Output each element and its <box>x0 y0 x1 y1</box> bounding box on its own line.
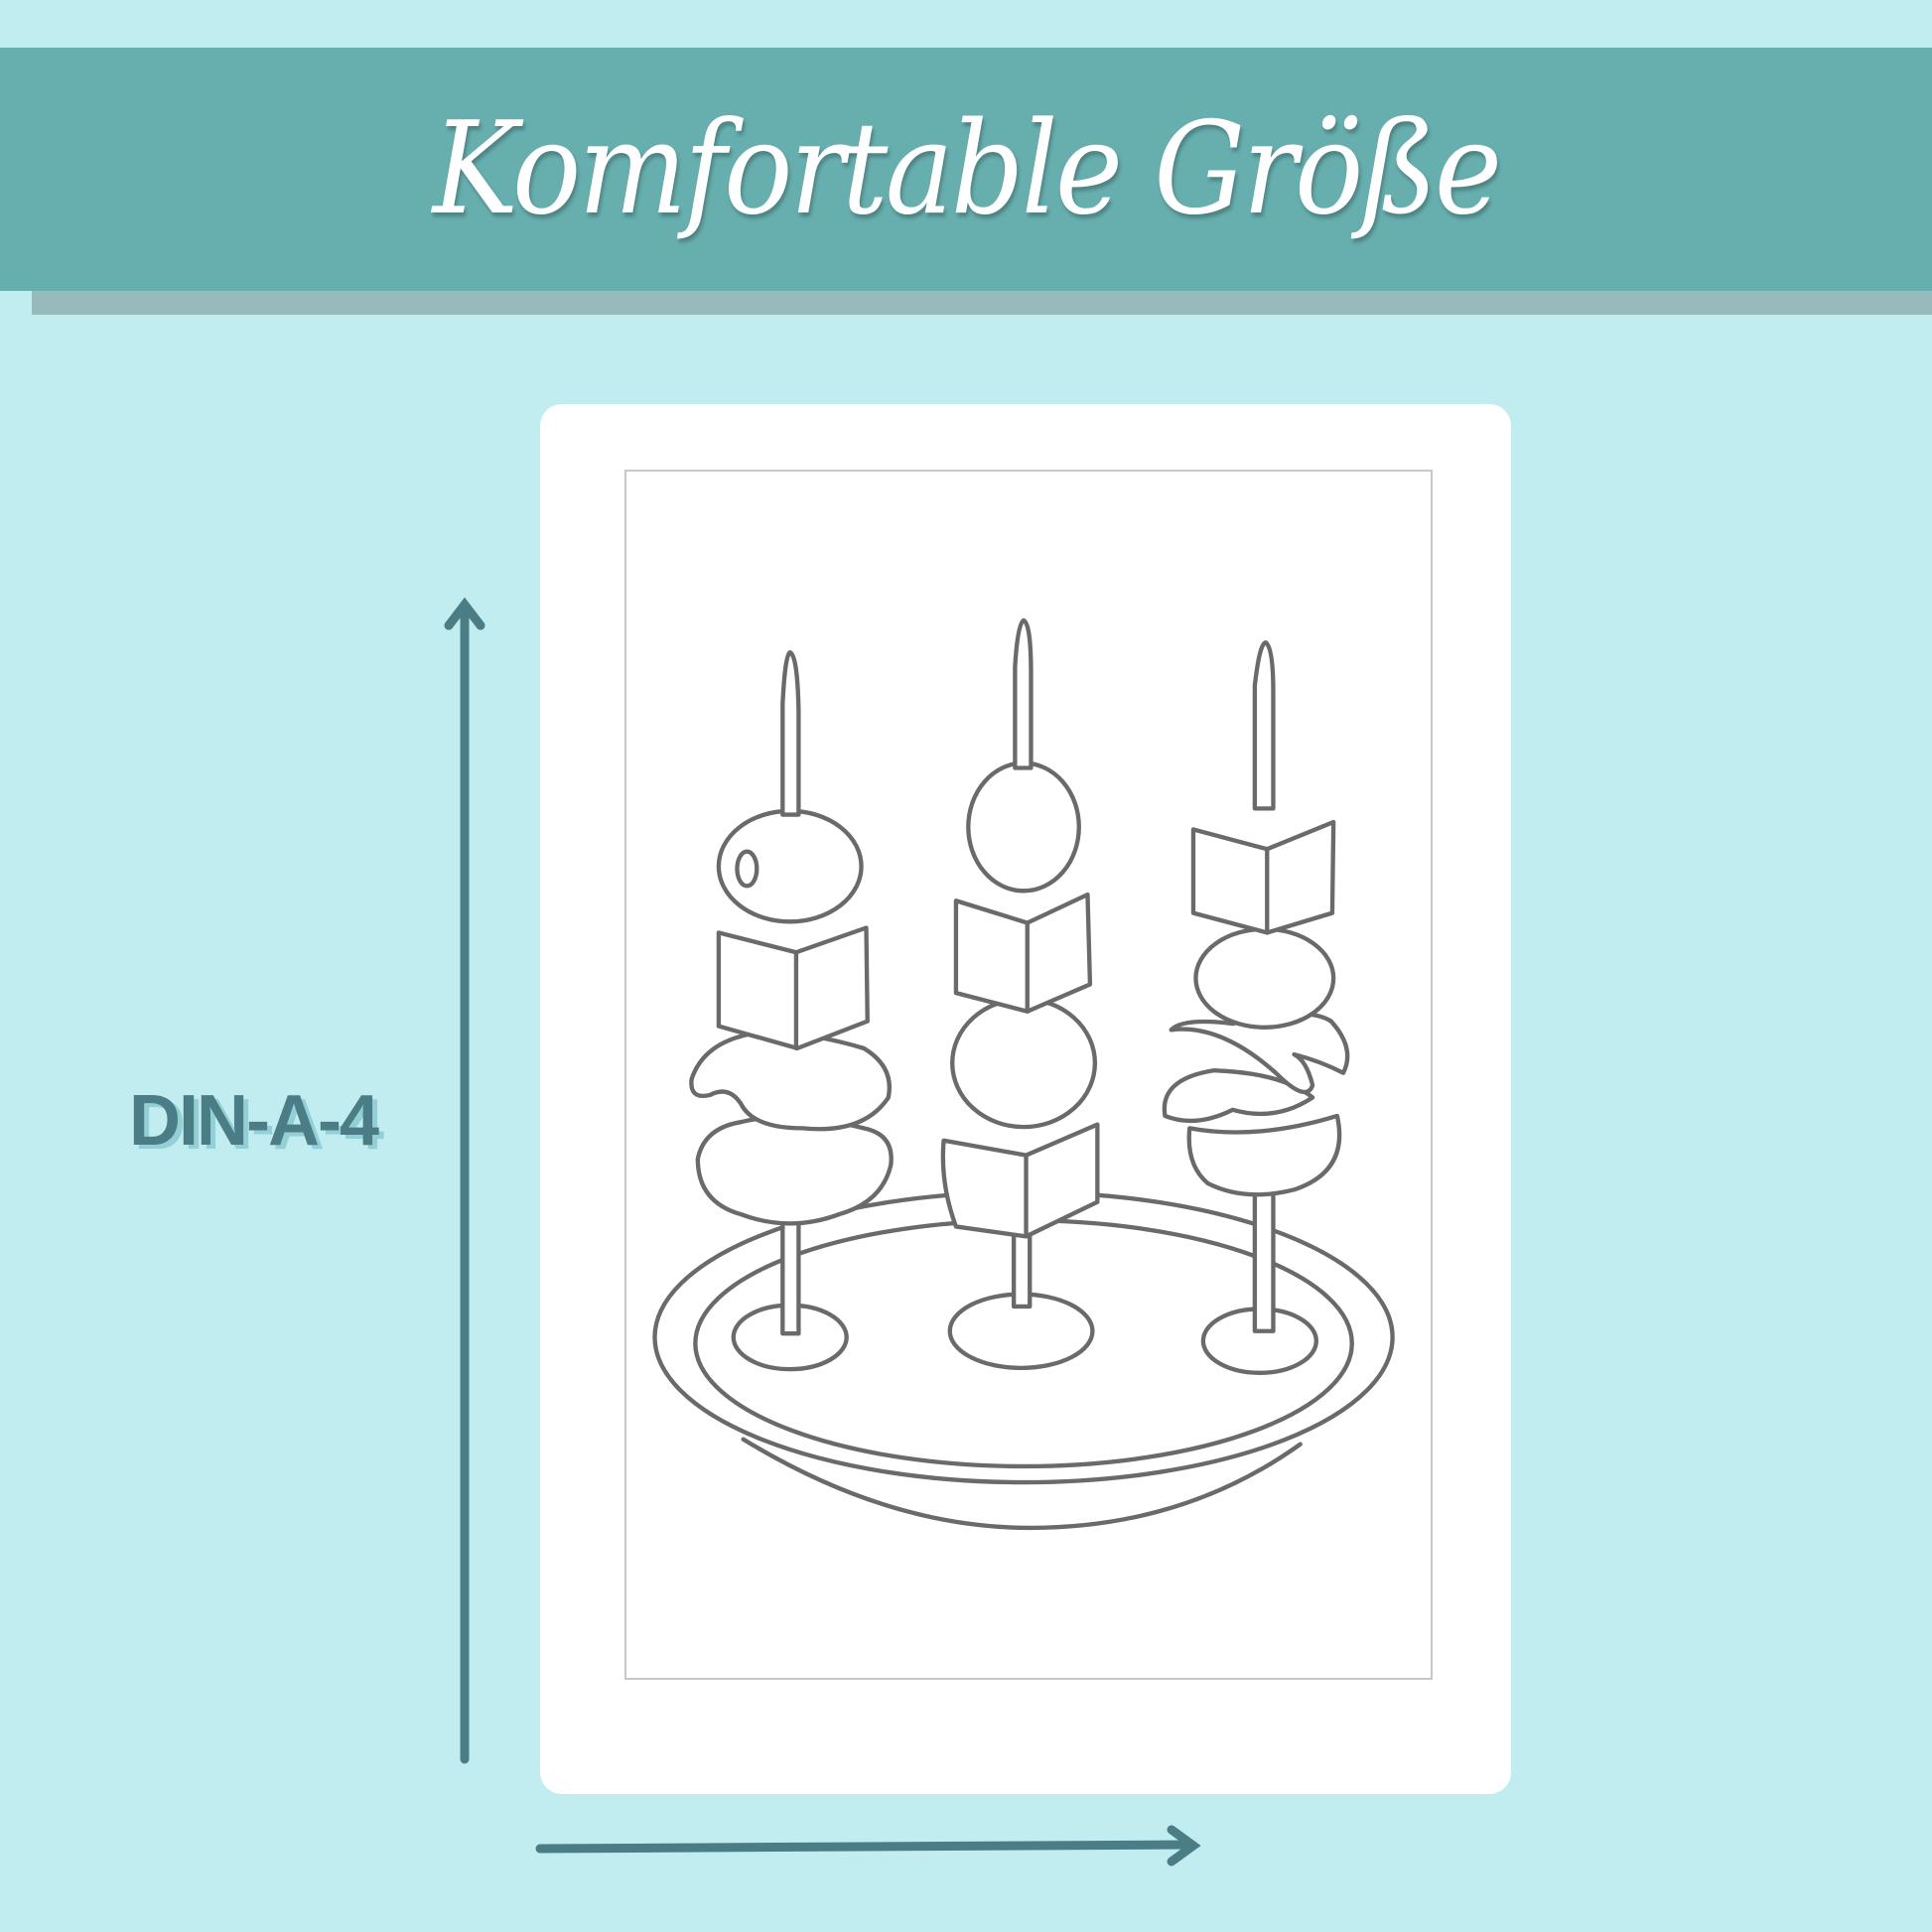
horizontal-arrow-icon <box>535 1825 1201 1866</box>
banner-shadow <box>32 291 1932 315</box>
title-banner: Komfortable Größe <box>0 48 1932 291</box>
skewer-left-icon <box>689 649 894 1372</box>
skewer-middle-icon <box>940 618 1100 1371</box>
coloring-page-preview <box>624 470 1433 1680</box>
skewer-right-icon <box>1162 639 1350 1376</box>
vertical-arrow-icon <box>444 597 485 1764</box>
size-label: DIN-A-4 <box>129 1081 379 1161</box>
skewers-illustration <box>652 618 1395 1531</box>
page-title: Komfortable Größe <box>432 95 1502 243</box>
